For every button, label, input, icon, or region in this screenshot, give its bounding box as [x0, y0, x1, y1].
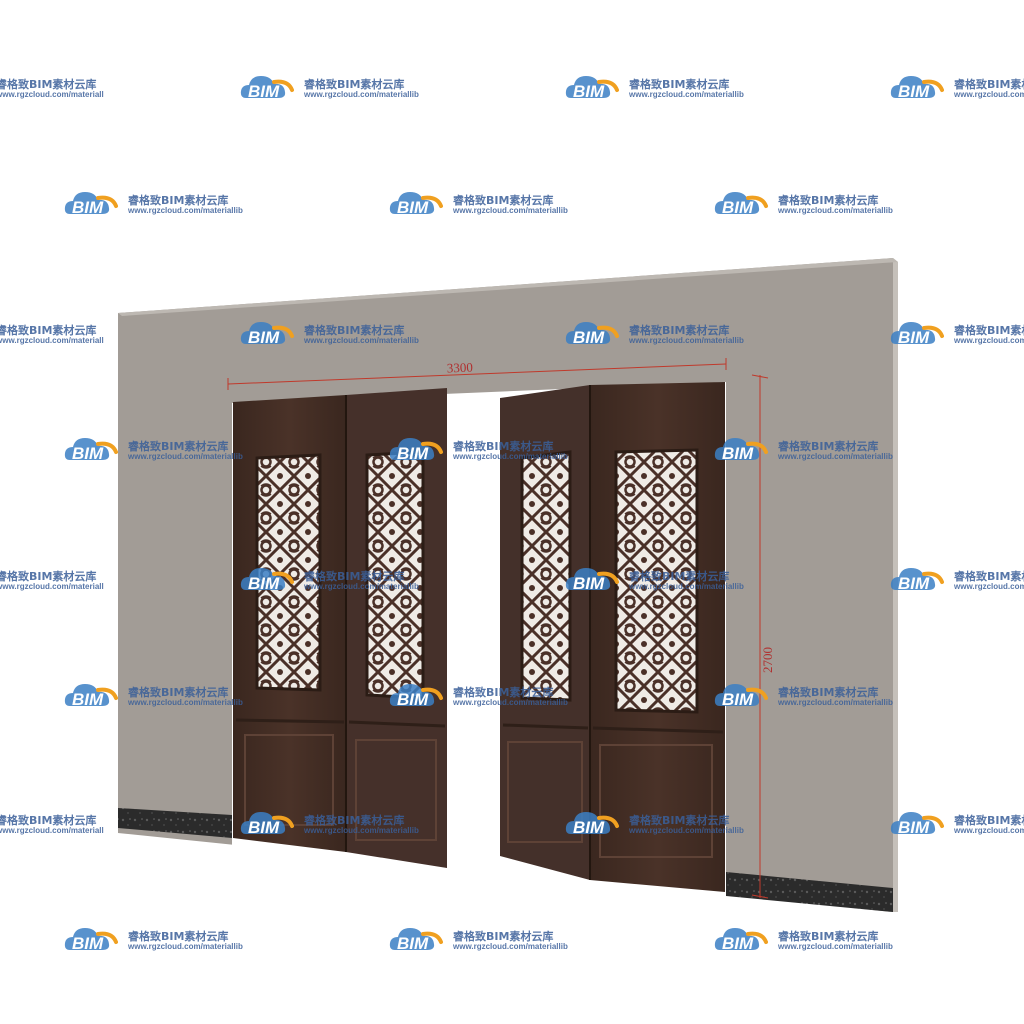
cloud-logo-icon [240, 322, 294, 344]
cloud-logo-icon [240, 568, 294, 590]
bim-watermark: BIM睿格致BIM素材云库www.rgzcloud.com/materialli… [0, 78, 104, 99]
bim-watermark: BIM睿格致BIM素材云库www.rgzcloud.com/materialli… [888, 70, 1024, 106]
cloud-logo-icon [389, 928, 443, 950]
cloud-logo-icon [240, 76, 294, 98]
lower-panel-2 [355, 739, 437, 841]
cloud-logo-icon [565, 322, 619, 344]
cloud-logo-icon [389, 192, 443, 214]
lattice-panel-4 [614, 448, 699, 714]
skirting-right [726, 872, 893, 912]
lower-panel-4 [599, 744, 713, 858]
cloud-logo-icon [64, 928, 118, 950]
cloud-logo-icon [565, 76, 619, 98]
skirting-left [118, 808, 232, 838]
cloud-logo-icon [64, 684, 118, 706]
bim-watermark: BIM睿格致BIM素材云库www.rgzcloud.com/materialli… [888, 562, 1024, 598]
cloud-logo-icon [565, 812, 619, 834]
bim-watermark: BIM睿格致BIM素材云库www.rgzcloud.com/materialli… [0, 324, 104, 345]
lattice-panel-3 [520, 450, 572, 702]
cloud-logo-icon [389, 684, 443, 706]
cloud-logo-icon [714, 928, 768, 950]
cloud-logo-icon [890, 322, 944, 344]
bim-watermark: BIM睿格致BIM素材云库www.rgzcloud.com/materialli… [0, 814, 104, 835]
bim-watermark: BIM睿格致BIM素材云库www.rgzcloud.com/materialli… [888, 806, 1024, 842]
lower-panel-3 [507, 741, 583, 843]
cloud-logo-icon [714, 192, 768, 214]
width-dimension-line [227, 363, 727, 385]
cloud-logo-icon [389, 438, 443, 460]
wall-top-edge [118, 258, 898, 316]
bim-watermark: BIM睿格致BIM素材云库www.rgzcloud.com/materialli… [0, 570, 104, 591]
cloud-logo-icon [890, 76, 944, 98]
lattice-panel-1 [255, 453, 322, 692]
cloud-logo-icon [714, 438, 768, 460]
cloud-logo-icon [890, 568, 944, 590]
height-dimension-label: 2700 [760, 647, 775, 673]
lower-panel-1 [244, 734, 334, 826]
cloud-logo-icon [64, 438, 118, 460]
bim-watermark: BIM睿格致BIM素材云库www.rgzcloud.com/materialli… [888, 316, 1024, 352]
cloud-logo-icon [240, 812, 294, 834]
cloud-logo-icon [64, 192, 118, 214]
width-dimension-label: 3300 [447, 359, 474, 375]
cloud-logo-icon [890, 812, 944, 834]
cloud-logo-icon [565, 568, 619, 590]
cloud-logo-icon [714, 684, 768, 706]
